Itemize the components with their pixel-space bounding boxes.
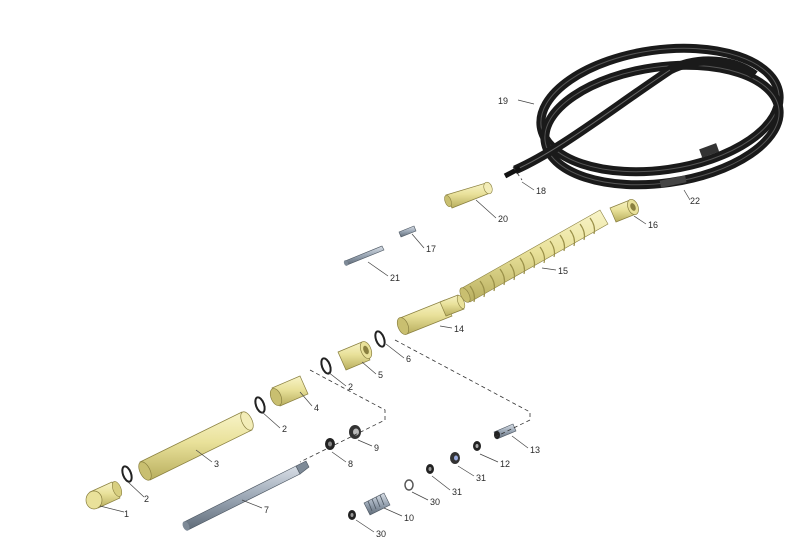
part-17-pin xyxy=(398,225,417,238)
label-part-9: 9 xyxy=(374,443,379,453)
label-part-7: 7 xyxy=(264,505,269,515)
part-5-bearing-nut xyxy=(337,341,373,371)
part-10-bearing-spring xyxy=(363,492,391,516)
part-9-bearing xyxy=(349,425,361,439)
label-part-30: 30 xyxy=(376,529,386,539)
label-part-8: 8 xyxy=(348,459,353,469)
part-30-washer-a xyxy=(348,510,356,520)
part-1-tip xyxy=(85,481,123,510)
label-part-17: 17 xyxy=(426,244,436,254)
label-part-13: 13 xyxy=(530,445,540,455)
part-20-coupling xyxy=(444,181,493,209)
part-30-washer-b xyxy=(404,479,414,491)
part-16-nut xyxy=(609,198,639,223)
part-6-o-ring xyxy=(374,330,386,348)
label-part-31: 31 xyxy=(452,487,462,497)
label-part-14: 14 xyxy=(454,324,464,334)
part-15-spring xyxy=(459,209,609,303)
part-8-bearing xyxy=(325,438,335,450)
hose-coil xyxy=(503,43,784,190)
label-part-21: 21 xyxy=(390,273,400,283)
label-part-10: 10 xyxy=(404,513,414,523)
part-2-o-ring-c xyxy=(121,465,133,483)
part-14-sleeve xyxy=(396,294,466,335)
label-part-30: 30 xyxy=(430,497,440,507)
label-part-12: 12 xyxy=(500,459,510,469)
part-31-ring-a xyxy=(426,464,434,474)
label-part-2: 2 xyxy=(348,382,353,392)
part-7-rotor-shaft xyxy=(182,460,310,531)
label-part-3: 3 xyxy=(214,459,219,469)
label-part-4: 4 xyxy=(314,403,319,413)
part-2-o-ring-b xyxy=(254,396,266,414)
label-part-5: 5 xyxy=(378,370,383,380)
part-labels: 1 2 2 2 3 4 5 6 7 8 9 10 12 13 14 15 16 … xyxy=(124,96,700,539)
label-part-16: 16 xyxy=(648,220,658,230)
part-2-o-ring-a xyxy=(320,357,332,375)
label-part-31: 31 xyxy=(476,473,486,483)
part-3-tube xyxy=(138,411,254,481)
part-21-shaft xyxy=(343,245,385,266)
label-part-6: 6 xyxy=(406,354,411,364)
label-part-1: 1 xyxy=(124,509,129,519)
label-part-22: 22 xyxy=(690,196,700,206)
part-4-bushing xyxy=(269,375,309,407)
label-part-19: 19 xyxy=(498,96,508,106)
leader-lines xyxy=(99,99,691,533)
label-part-2: 2 xyxy=(144,494,149,504)
label-part-15: 15 xyxy=(558,266,568,276)
part-12-bearing xyxy=(473,441,481,451)
part-31-ring-b xyxy=(450,452,460,464)
label-part-2: 2 xyxy=(282,424,287,434)
label-part-20: 20 xyxy=(498,214,508,224)
assembly-guide-lines xyxy=(299,166,531,463)
label-part-18: 18 xyxy=(536,186,546,196)
